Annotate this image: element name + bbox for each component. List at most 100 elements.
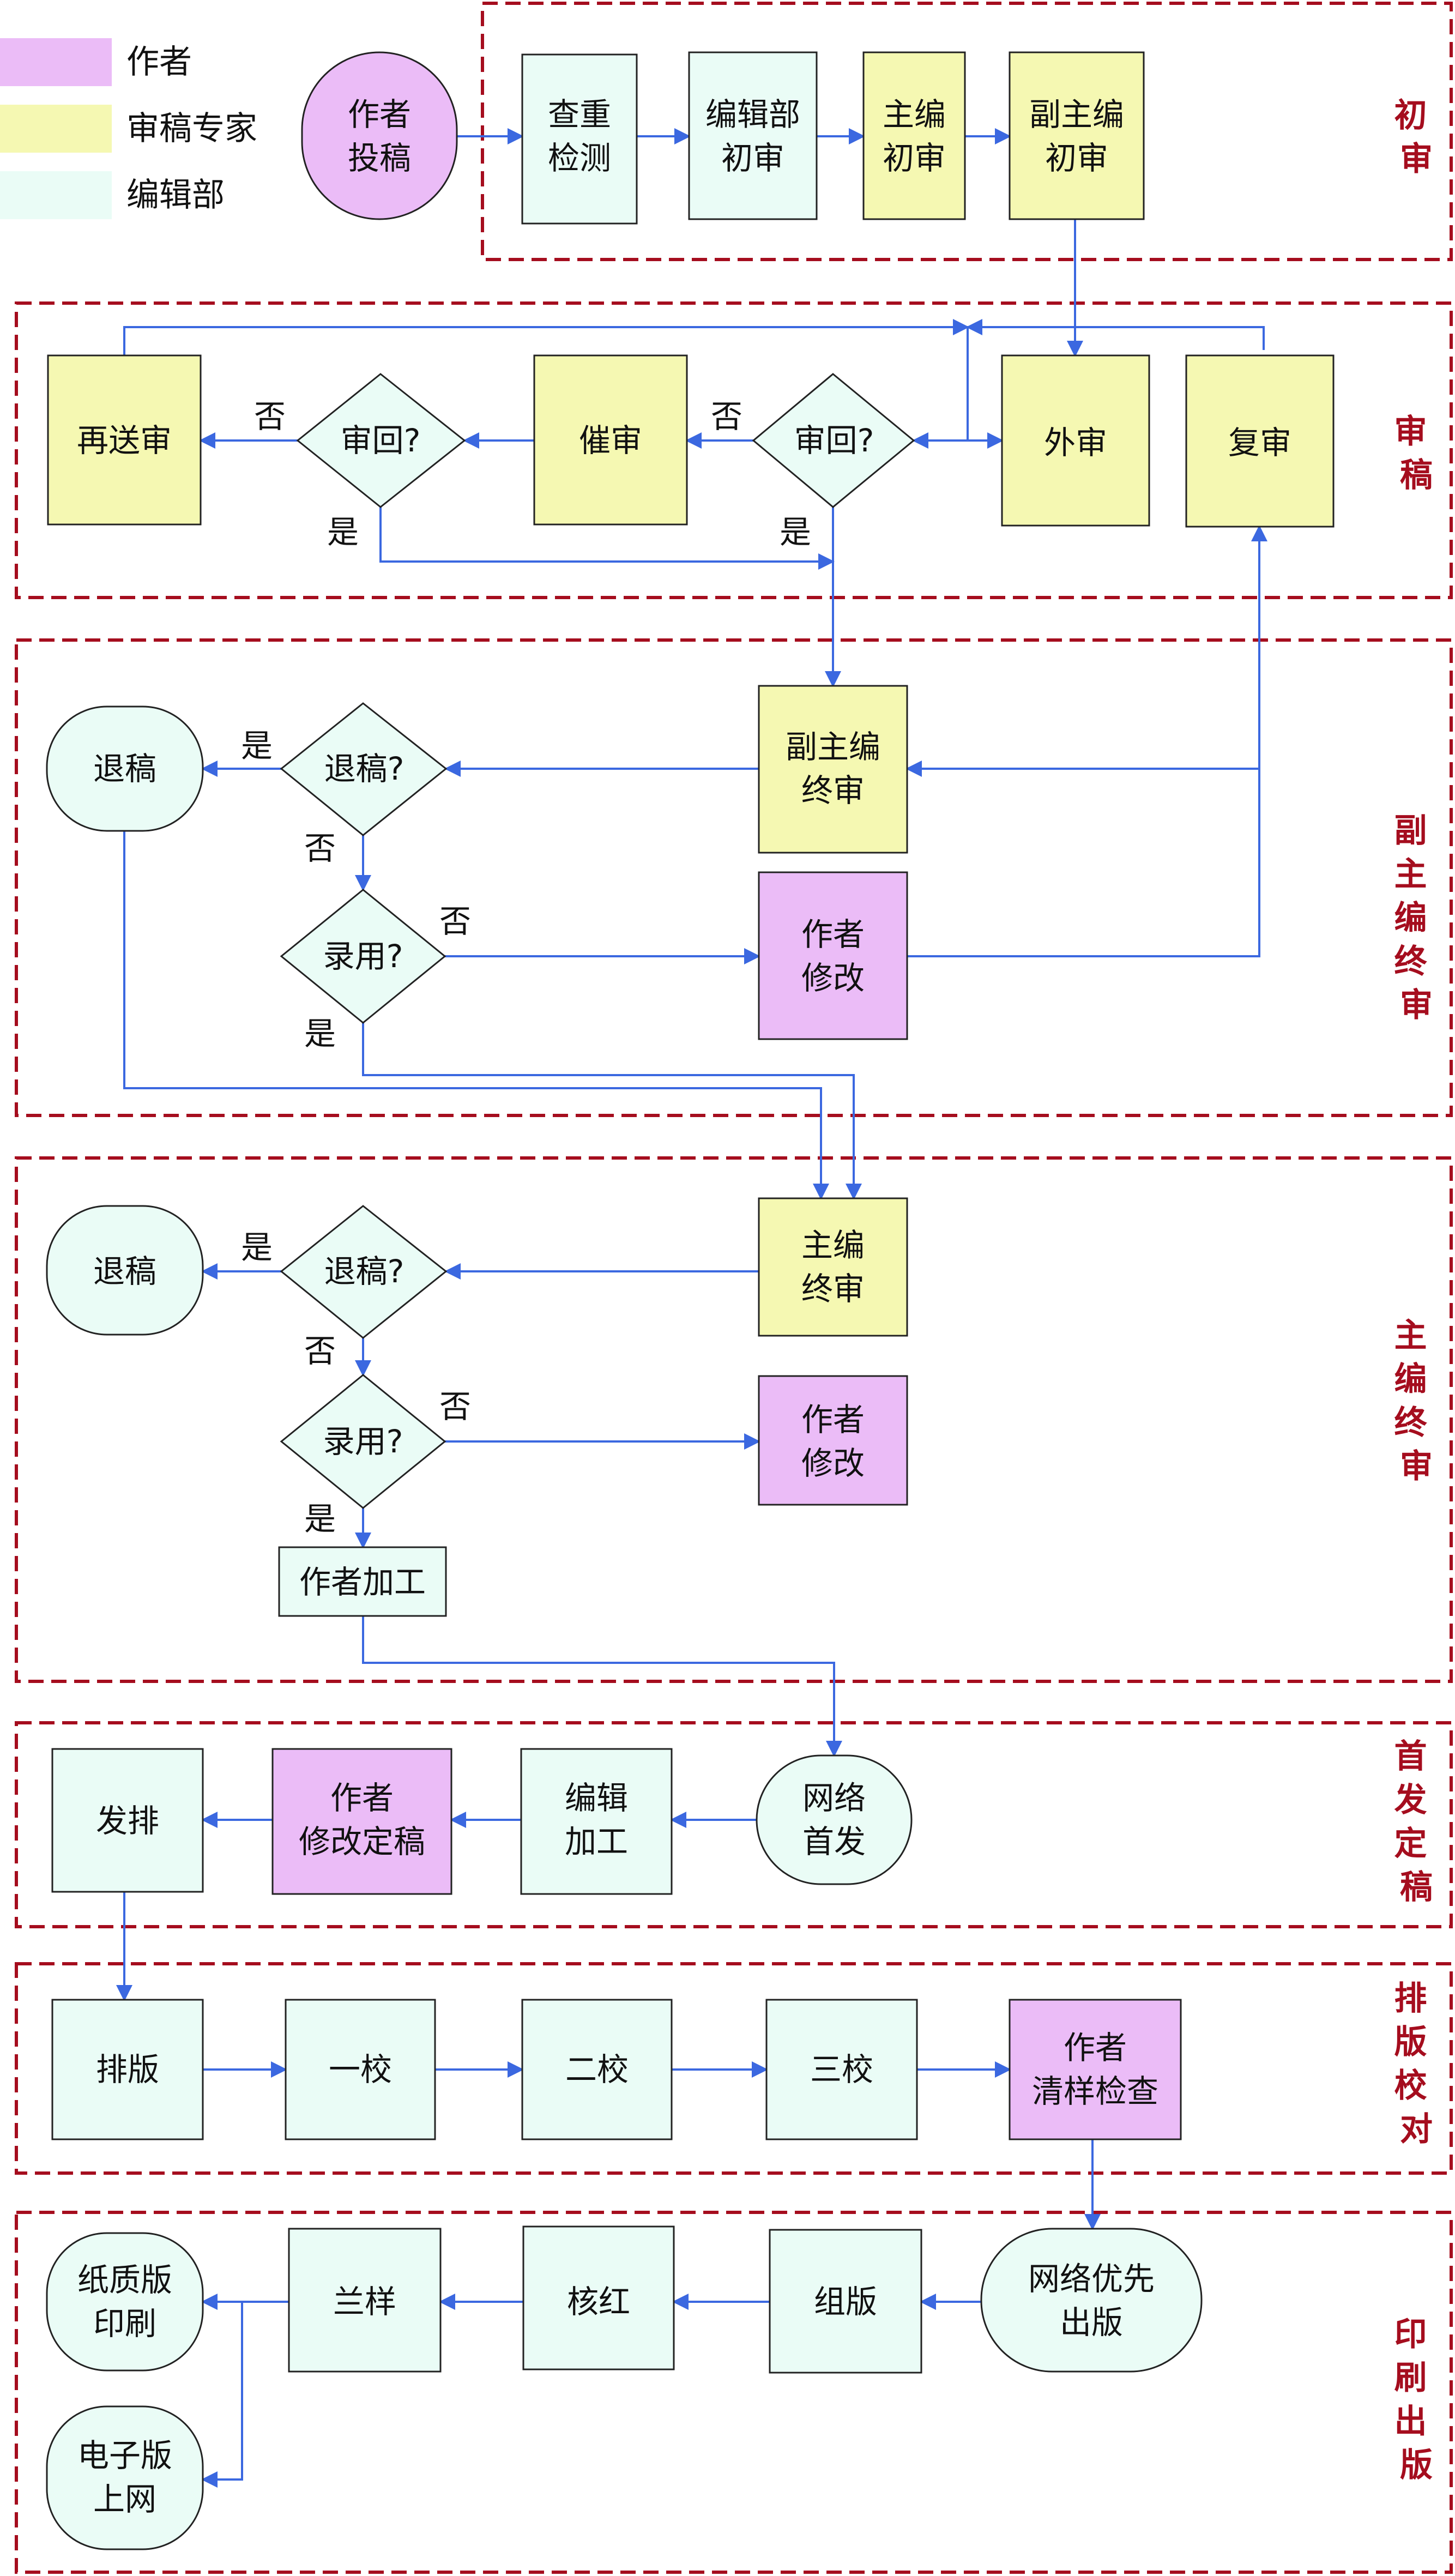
svg-text:排版: 排版 bbox=[96, 2051, 159, 2088]
node-proof-3: 三校 bbox=[765, 1999, 918, 2140]
stage-label-deputy-final: 副 主 编 终 审 bbox=[1394, 812, 1439, 1024]
edge-revise1-rereview bbox=[907, 525, 1267, 957]
edge-returned2-yes bbox=[379, 507, 835, 570]
node-author-proof-check: 作者清样检查 bbox=[1009, 1999, 1182, 2140]
edge-loop-down-external bbox=[967, 327, 1004, 449]
node-accept-question-2: 录用? bbox=[280, 1374, 446, 1509]
svg-text:作者修改: 作者修改 bbox=[801, 916, 865, 997]
svg-text:副主编终审: 副主编终审 bbox=[786, 728, 880, 809]
stage-label-chief-final: 主 编 终 审 bbox=[1394, 1317, 1439, 1486]
label-no-rejectq1: 否 bbox=[304, 830, 336, 867]
node-accept-question-1: 录用? bbox=[280, 889, 446, 1024]
node-blueprint: 兰样 bbox=[288, 2228, 442, 2373]
svg-text:审回?: 审回? bbox=[341, 422, 421, 459]
label-no-returned2: 否 bbox=[254, 398, 286, 435]
svg-text:网络首发: 网络首发 bbox=[802, 1779, 866, 1860]
svg-text:一校: 一校 bbox=[329, 2051, 392, 2088]
svg-text:主编终审: 主编终审 bbox=[801, 1227, 865, 1307]
node-resend: 再送审 bbox=[47, 354, 202, 526]
legend-expert-swatch bbox=[0, 105, 112, 153]
node-reject-1: 退稿 bbox=[46, 705, 204, 832]
svg-text:外审: 外审 bbox=[1044, 424, 1107, 461]
svg-text:核红: 核红 bbox=[567, 2283, 630, 2320]
svg-text:编辑加工: 编辑加工 bbox=[565, 1779, 628, 1860]
label-yes-acceptq2: 是 bbox=[304, 1500, 336, 1537]
svg-text:查重检测: 查重检测 bbox=[548, 96, 611, 177]
node-online-first: 网络首发 bbox=[756, 1754, 913, 1885]
stage-label-initial-review: 初 审 bbox=[1394, 96, 1439, 178]
node-reject-question-1: 退稿? bbox=[280, 702, 448, 836]
svg-text:退稿: 退稿 bbox=[93, 750, 156, 787]
stage-frame-online-first bbox=[15, 1721, 1453, 1928]
node-print: 纸质版印刷 bbox=[46, 2232, 204, 2372]
node-online-priority: 网络优先出版 bbox=[980, 2228, 1203, 2373]
node-returned-question-1: 审回? bbox=[752, 373, 915, 508]
node-deputy-first-review: 副主编初审 bbox=[1009, 51, 1145, 220]
label-no-acceptq2: 否 bbox=[439, 1388, 471, 1425]
svg-text:作者修改: 作者修改 bbox=[801, 1401, 865, 1482]
label-yes-returned2: 是 bbox=[327, 514, 359, 551]
svg-text:发排: 发排 bbox=[96, 1802, 159, 1839]
node-proof-1: 一校 bbox=[285, 1999, 436, 2140]
edge-reject1-to-chieffinal bbox=[123, 831, 829, 1200]
label-no-returned1: 否 bbox=[711, 398, 742, 435]
legend-author-label: 作者 bbox=[126, 43, 192, 81]
svg-text:编辑部初审: 编辑部初审 bbox=[705, 96, 800, 177]
node-proof-2: 二校 bbox=[521, 1999, 673, 2140]
stage-frame-peer-review bbox=[15, 301, 1453, 599]
svg-text:退稿?: 退稿? bbox=[324, 1253, 404, 1290]
edges bbox=[116, 128, 1267, 2488]
legend-expert-label: 审稿专家 bbox=[126, 110, 257, 148]
node-verify: 核红 bbox=[522, 2225, 675, 2370]
stage-label-peer-review: 审 稿 bbox=[1394, 413, 1439, 494]
svg-text:电子版上网: 电子版上网 bbox=[77, 2437, 172, 2518]
edge-resend-loop bbox=[123, 319, 969, 355]
svg-text:组版: 组版 bbox=[814, 2283, 877, 2320]
node-submit: 作者投稿 bbox=[301, 51, 458, 220]
legend-editor-label: 编辑部 bbox=[126, 176, 225, 214]
node-returned-question-2: 审回? bbox=[296, 373, 466, 508]
node-author-final-revise: 作者修改定稿 bbox=[271, 1748, 452, 1895]
stage-frame-publishing bbox=[15, 2211, 1453, 2574]
svg-text:催审: 催审 bbox=[579, 422, 642, 459]
node-compose: 组版 bbox=[769, 2229, 922, 2374]
node-chief-first-review: 主编初审 bbox=[862, 51, 966, 220]
node-reject-question-2: 退稿? bbox=[280, 1205, 448, 1339]
svg-text:网络优先出版: 网络优先出版 bbox=[1028, 2260, 1155, 2341]
label-no-rejectq2: 否 bbox=[304, 1332, 336, 1370]
label-yes-rejectq1: 是 bbox=[241, 727, 273, 764]
svg-text:副主编初审: 副主编初审 bbox=[1029, 96, 1124, 177]
svg-text:审回?: 审回? bbox=[794, 422, 874, 459]
edge-acceptq1-yes bbox=[362, 1023, 862, 1200]
node-reject-2: 退稿 bbox=[46, 1205, 204, 1336]
stage-label-online-first: 首 发 定 稿 bbox=[1394, 1738, 1439, 1907]
node-re-review: 复审 bbox=[1185, 354, 1335, 528]
node-check: 查重检测 bbox=[521, 53, 638, 225]
svg-text:三校: 三校 bbox=[810, 2051, 873, 2088]
node-deputy-final-review: 副主编终审 bbox=[758, 685, 908, 854]
node-author-process: 作者加工 bbox=[278, 1546, 447, 1617]
svg-text:退稿?: 退稿? bbox=[324, 750, 404, 787]
node-external-review: 外审 bbox=[1001, 354, 1150, 527]
svg-text:录用?: 录用? bbox=[323, 938, 403, 975]
node-editor-process: 编辑加工 bbox=[520, 1748, 673, 1895]
svg-text:再送审: 再送审 bbox=[77, 422, 172, 459]
svg-text:作者投稿: 作者投稿 bbox=[348, 96, 411, 177]
stage-frame-initial-review bbox=[481, 2, 1453, 261]
svg-text:录用?: 录用? bbox=[323, 1423, 403, 1460]
svg-text:退稿: 退稿 bbox=[93, 1253, 156, 1290]
svg-text:二校: 二校 bbox=[565, 2051, 629, 2088]
svg-text:作者加工: 作者加工 bbox=[299, 1564, 426, 1601]
legend-author-swatch bbox=[0, 38, 112, 86]
svg-text:兰样: 兰样 bbox=[333, 2283, 396, 2320]
node-typeset: 排版 bbox=[51, 1999, 204, 2140]
edge-blueprint-online bbox=[201, 2302, 243, 2488]
stage-frame-deputy-final bbox=[15, 638, 1453, 1117]
svg-text:纸质版印刷: 纸质版印刷 bbox=[77, 2261, 172, 2342]
edge-authorprocess-onlinefirst bbox=[362, 1616, 842, 1757]
node-author-revise-2: 作者修改 bbox=[758, 1375, 908, 1506]
node-urge-review: 催审 bbox=[533, 354, 688, 526]
svg-text:主编初审: 主编初审 bbox=[883, 96, 946, 177]
node-author-revise-1: 作者修改 bbox=[758, 871, 908, 1040]
